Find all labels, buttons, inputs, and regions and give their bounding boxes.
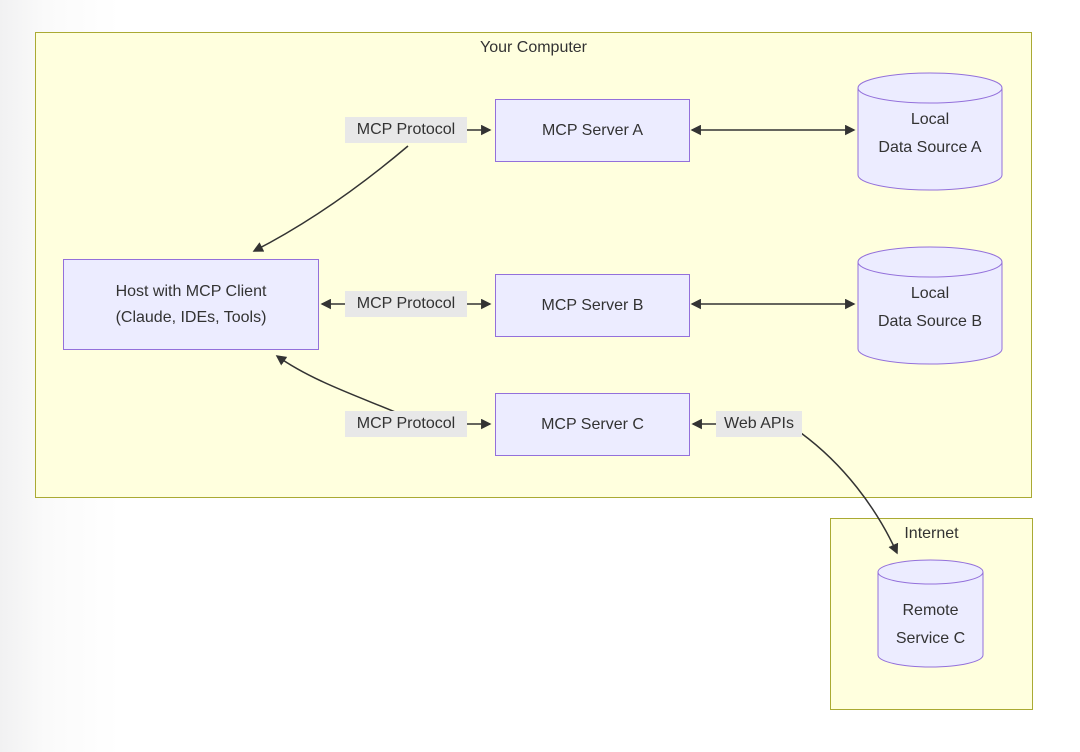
node-data-source-a-label: Local Data Source A: [858, 106, 1002, 162]
edge-web-apis-to-remote-service: [800, 432, 899, 555]
node-mcp-server-b: MCP Server B: [495, 274, 690, 337]
cylinder-top: [857, 72, 1003, 104]
cylinder-data-source-a: [857, 72, 1003, 191]
node-host-line1: Host with MCP Client: [115, 282, 267, 300]
node-mcp-server-b-label: MCP Server B: [541, 296, 644, 314]
node-host-mcp-client: Host with MCP Client (Claude, IDEs, Tool…: [63, 259, 319, 350]
node-mcp-server-c: MCP Server C: [495, 393, 690, 456]
edge-label-mcp-protocol-b: MCP Protocol: [345, 291, 467, 317]
remote-service-c-line2: Service C: [895, 630, 966, 647]
cluster-internet: Internet: [830, 518, 1033, 710]
edge-mcp-a-to-host: [252, 145, 409, 252]
remote-service-c-line1: Remote: [902, 602, 959, 619]
node-mcp-server-c-label: MCP Server C: [541, 415, 644, 433]
node-data-source-b-label: Local Data Source B: [858, 280, 1002, 336]
cylinder-top: [857, 246, 1003, 278]
data-source-b-line2: Data Source B: [877, 313, 983, 330]
cylinder-remote-service-c: [877, 559, 984, 668]
node-remote-service-c-label: Remote Service C: [872, 597, 989, 653]
node-mcp-server-a: MCP Server A: [495, 99, 690, 162]
node-mcp-server-a-label: MCP Server A: [541, 121, 644, 139]
cylinder-body: [857, 262, 1003, 365]
cylinder-data-source-b: [857, 246, 1003, 365]
edge-mcp-c-to-host: [275, 355, 401, 415]
data-source-a-line1: Local: [910, 111, 950, 128]
edge-label-mcp-protocol-c: MCP Protocol: [345, 411, 467, 437]
edge-label-mcp-protocol-a: MCP Protocol: [345, 117, 467, 143]
cylinder-body: [857, 88, 1003, 191]
cluster-your-computer-title: Your Computer: [479, 39, 588, 56]
cluster-internet-title: Internet: [904, 525, 959, 542]
edge-label-web-apis: Web APIs: [716, 411, 802, 437]
cylinder-top: [877, 559, 984, 585]
cylinder-body: [877, 572, 984, 668]
node-host-line2: (Claude, IDEs, Tools): [115, 308, 267, 326]
data-source-a-line2: Data Source A: [878, 139, 982, 156]
data-source-b-line1: Local: [910, 285, 950, 302]
